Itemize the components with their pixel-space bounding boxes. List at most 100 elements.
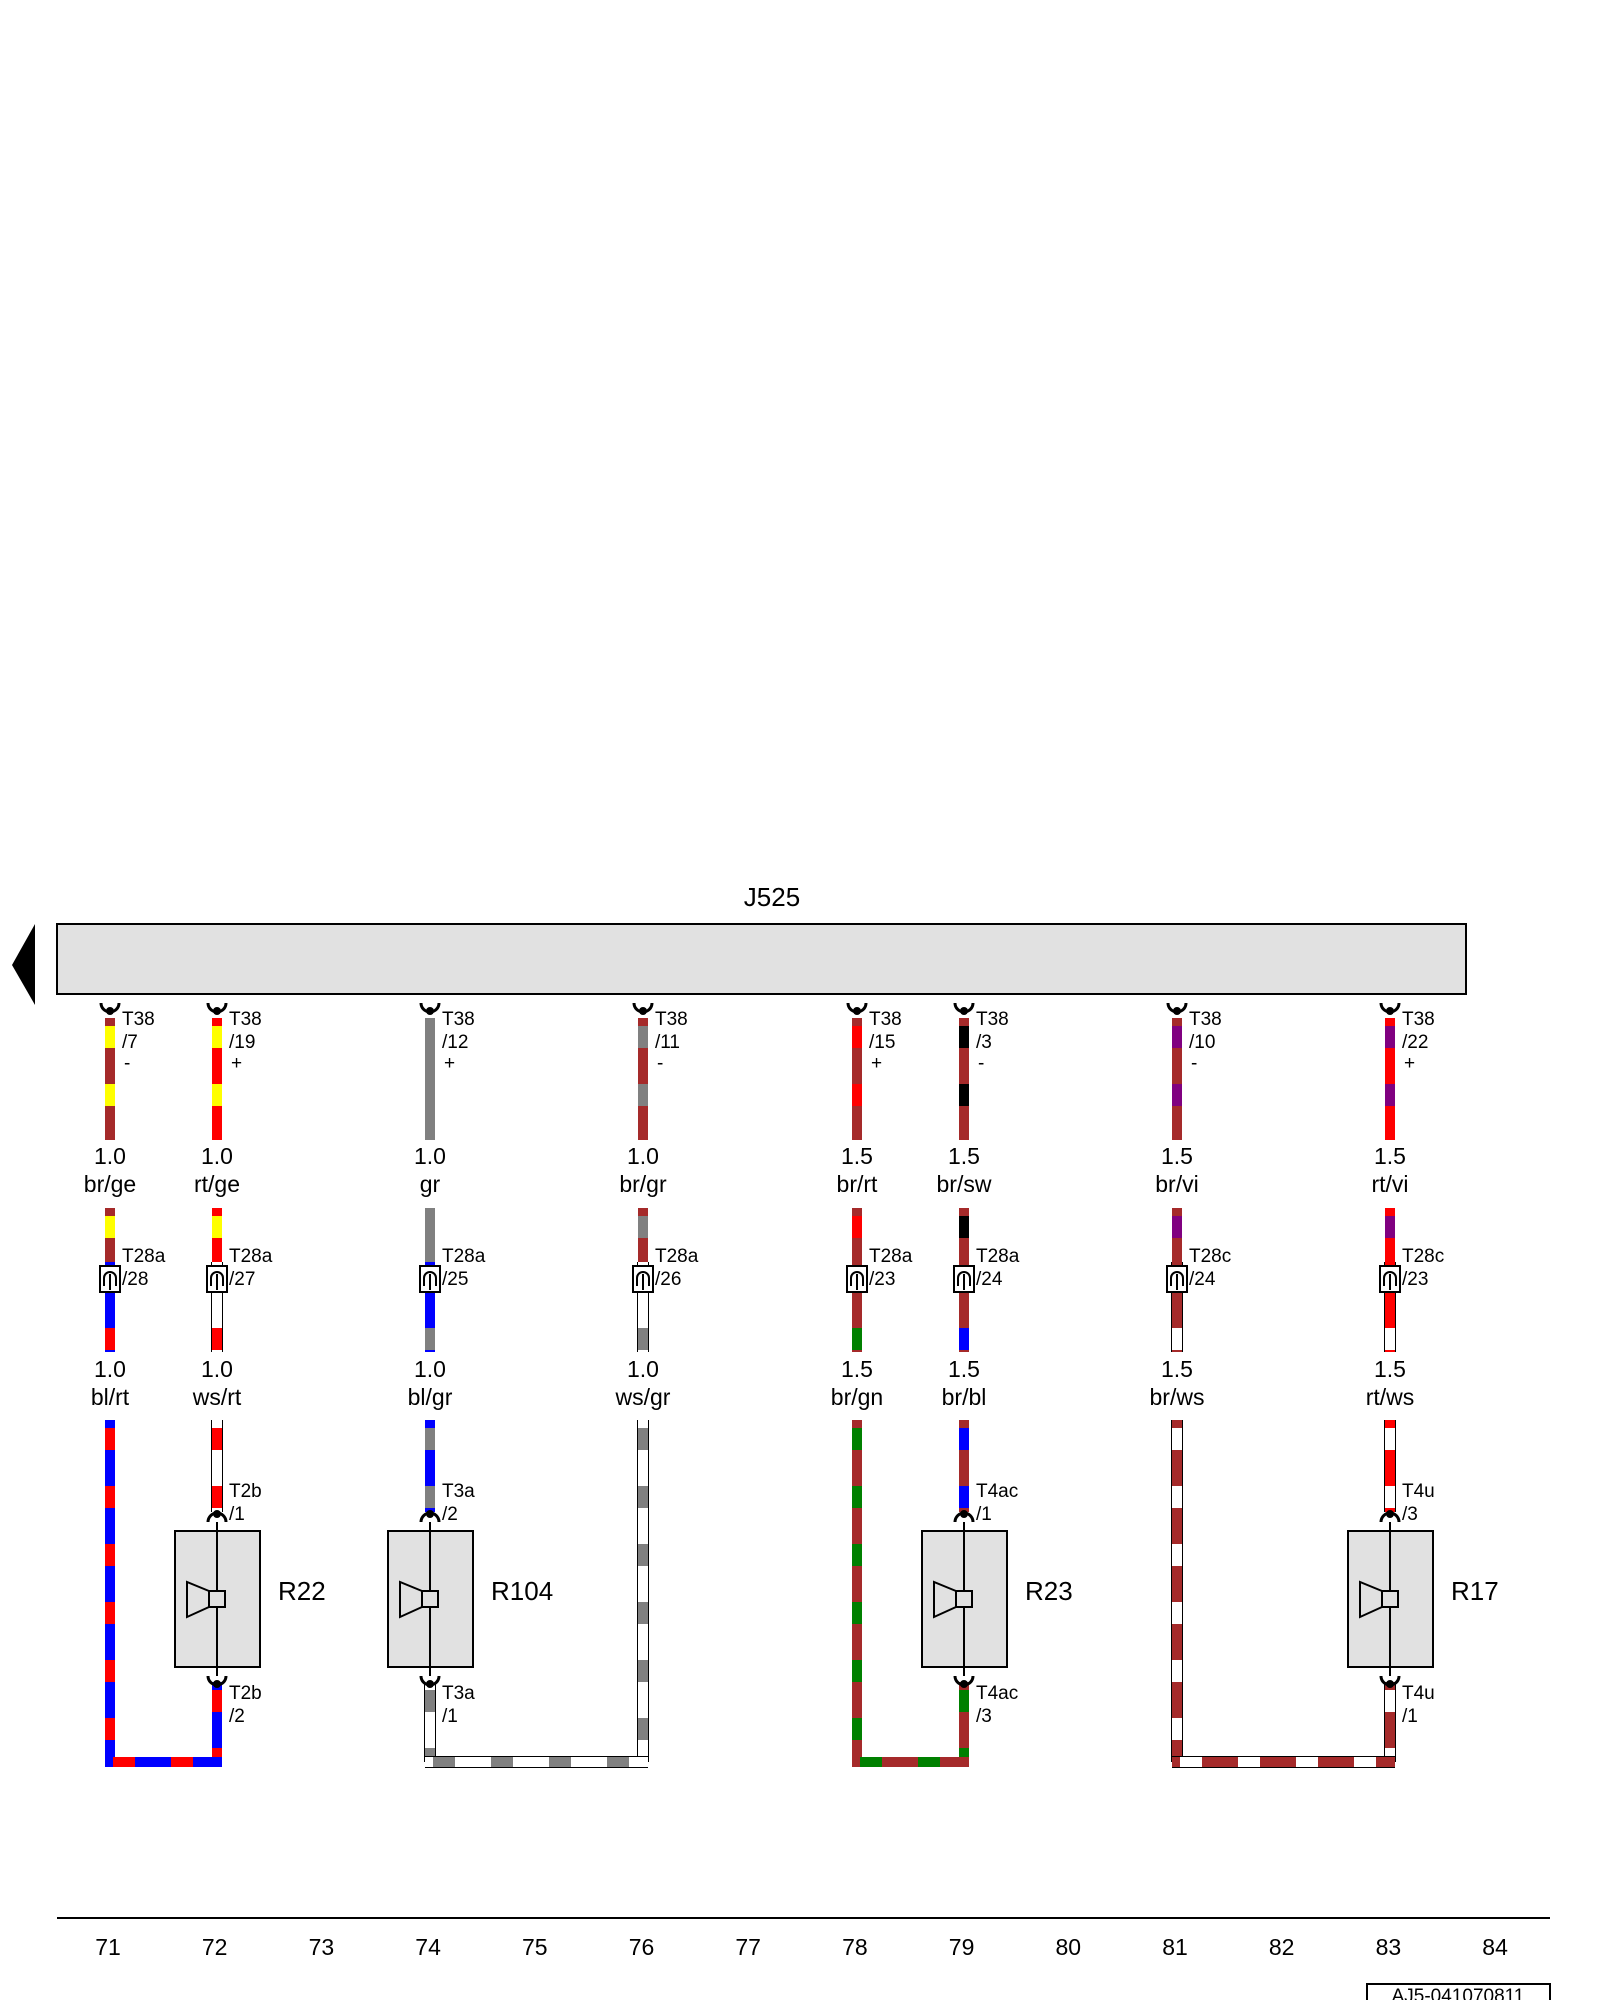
speaker-top-connector-label: T4ac <box>976 1481 1018 1502</box>
grid-number: 79 <box>949 1934 975 1960</box>
polarity-label: - <box>1191 1053 1197 1074</box>
polarity-label: + <box>444 1053 455 1074</box>
inline-pin-label: /25 <box>442 1269 468 1290</box>
inline-connector-icon <box>1166 1265 1188 1293</box>
wire-size-lower: 1.5 <box>841 1356 873 1382</box>
speakers-layer: T2b/1T2b/2R22T3a/2T3a/1R104T4ac/1T4ac/3R… <box>105 1420 1499 1768</box>
grid-number: 84 <box>1482 1934 1508 1960</box>
inline-pin-label: /24 <box>1189 1269 1216 1290</box>
speaker-terminal-top-icon <box>953 1510 975 1523</box>
module-connector-label: T38 <box>655 1009 688 1030</box>
inline-connector-label: T28a <box>442 1246 486 1267</box>
speaker-bottom-connector-label: T4ac <box>976 1683 1018 1704</box>
module-body <box>56 923 1467 995</box>
grid-number: 77 <box>735 1934 761 1960</box>
inline-connector-icon <box>953 1265 975 1293</box>
inline-connector-label: T28c <box>1189 1246 1231 1267</box>
module-pin-terminal-icon <box>846 1002 868 1015</box>
module-connector-label: T38 <box>1402 1009 1435 1030</box>
module-connector-label: T38 <box>976 1009 1009 1030</box>
module-pin-terminal-icon <box>206 1002 228 1015</box>
speaker-name: R17 <box>1451 1576 1499 1606</box>
wire-color-upper: br/gr <box>619 1171 667 1197</box>
wires-layer: T38/7-1.0br/geT28a/281.0bl/rtT38/19+1.0r… <box>84 1002 1444 1410</box>
speaker-top-pin-label: /3 <box>1402 1504 1418 1525</box>
control-module-j525: J525 <box>12 882 1467 1005</box>
wire-size-upper: 1.0 <box>414 1143 446 1169</box>
wire-color-lower: ws/rt <box>192 1384 242 1410</box>
module-pin-label: /7 <box>122 1032 138 1053</box>
loudspeaker-icon <box>399 1580 439 1619</box>
document-id: AJ5-041070811 <box>1392 1986 1525 2000</box>
polarity-label: - <box>978 1053 984 1074</box>
speaker-terminal-top-icon <box>1379 1510 1401 1523</box>
wire-size-upper: 1.5 <box>948 1143 980 1169</box>
grid-number: 80 <box>1056 1934 1082 1960</box>
speaker-top-connector-label: T3a <box>442 1481 475 1502</box>
speaker-bottom-pin-label: /1 <box>442 1706 458 1727</box>
wire-color-upper: rt/vi <box>1371 1171 1408 1197</box>
speaker-terminal-bottom-icon <box>206 1675 228 1688</box>
module-connector-label: T38 <box>442 1009 475 1030</box>
module-connector-label: T38 <box>869 1009 902 1030</box>
speaker-top-pin-label: /2 <box>442 1504 458 1525</box>
speaker-bottom-connector-label: T3a <box>442 1683 475 1704</box>
wire-size-upper: 1.0 <box>201 1143 233 1169</box>
speaker-name: R104 <box>491 1576 553 1606</box>
wire-size-lower: 1.0 <box>627 1356 659 1382</box>
inline-connector-icon <box>846 1265 868 1293</box>
wire-color-lower: bl/gr <box>408 1384 453 1410</box>
speaker-terminal-bottom-icon <box>953 1675 975 1688</box>
inline-connector-icon <box>632 1265 654 1293</box>
grid-number: 82 <box>1269 1934 1295 1960</box>
speaker-terminal-top-icon <box>419 1510 441 1523</box>
wire-color-lower: br/ws <box>1150 1384 1205 1410</box>
module-name: J525 <box>744 882 800 912</box>
wire-color-lower: br/gn <box>831 1384 883 1410</box>
wire-color-lower: bl/rt <box>91 1384 130 1410</box>
grid-number: 81 <box>1162 1934 1188 1960</box>
loudspeaker-icon <box>1359 1580 1399 1619</box>
speaker-bottom-pin-label: /1 <box>1402 1706 1418 1727</box>
module-pin-terminal-icon <box>99 1002 121 1015</box>
wire-color-upper: gr <box>420 1171 441 1197</box>
wire-size-lower: 1.5 <box>948 1356 980 1382</box>
module-connector-label: T38 <box>229 1009 262 1030</box>
loudspeaker-icon <box>186 1580 226 1619</box>
inline-pin-label: /23 <box>869 1269 895 1290</box>
wire-size-lower: 1.0 <box>201 1356 233 1382</box>
inline-connector-label: T28a <box>869 1246 913 1267</box>
inline-connector-icon <box>1379 1265 1401 1293</box>
wire-size-upper: 1.5 <box>1161 1143 1193 1169</box>
continuation-arrow-icon <box>12 924 35 1005</box>
wire-size-upper: 1.0 <box>94 1143 126 1169</box>
speaker-top-connector-label: T4u <box>1402 1481 1435 1502</box>
wire-color-lower: br/bl <box>942 1384 987 1410</box>
module-pin-label: /10 <box>1189 1032 1215 1053</box>
speaker-bottom-pin-label: /2 <box>229 1706 245 1727</box>
wire-size-lower: 1.5 <box>1161 1356 1193 1382</box>
inline-connector-icon <box>419 1265 441 1293</box>
grid-number: 76 <box>629 1934 655 1960</box>
wire-color-upper: br/ge <box>84 1171 136 1197</box>
module-pin-terminal-icon <box>1166 1002 1188 1015</box>
grid-number: 83 <box>1376 1934 1402 1960</box>
inline-pin-label: /23 <box>1402 1269 1428 1290</box>
wire-size-lower: 1.5 <box>1374 1356 1406 1382</box>
module-pin-terminal-icon <box>1379 1002 1401 1015</box>
inline-connector-label: T28c <box>1402 1246 1444 1267</box>
grid-number: 71 <box>95 1934 121 1960</box>
module-pin-terminal-icon <box>953 1002 975 1015</box>
speaker-top-connector-label: T2b <box>229 1481 262 1502</box>
inline-connector-icon <box>99 1265 121 1293</box>
polarity-label: + <box>871 1053 882 1074</box>
